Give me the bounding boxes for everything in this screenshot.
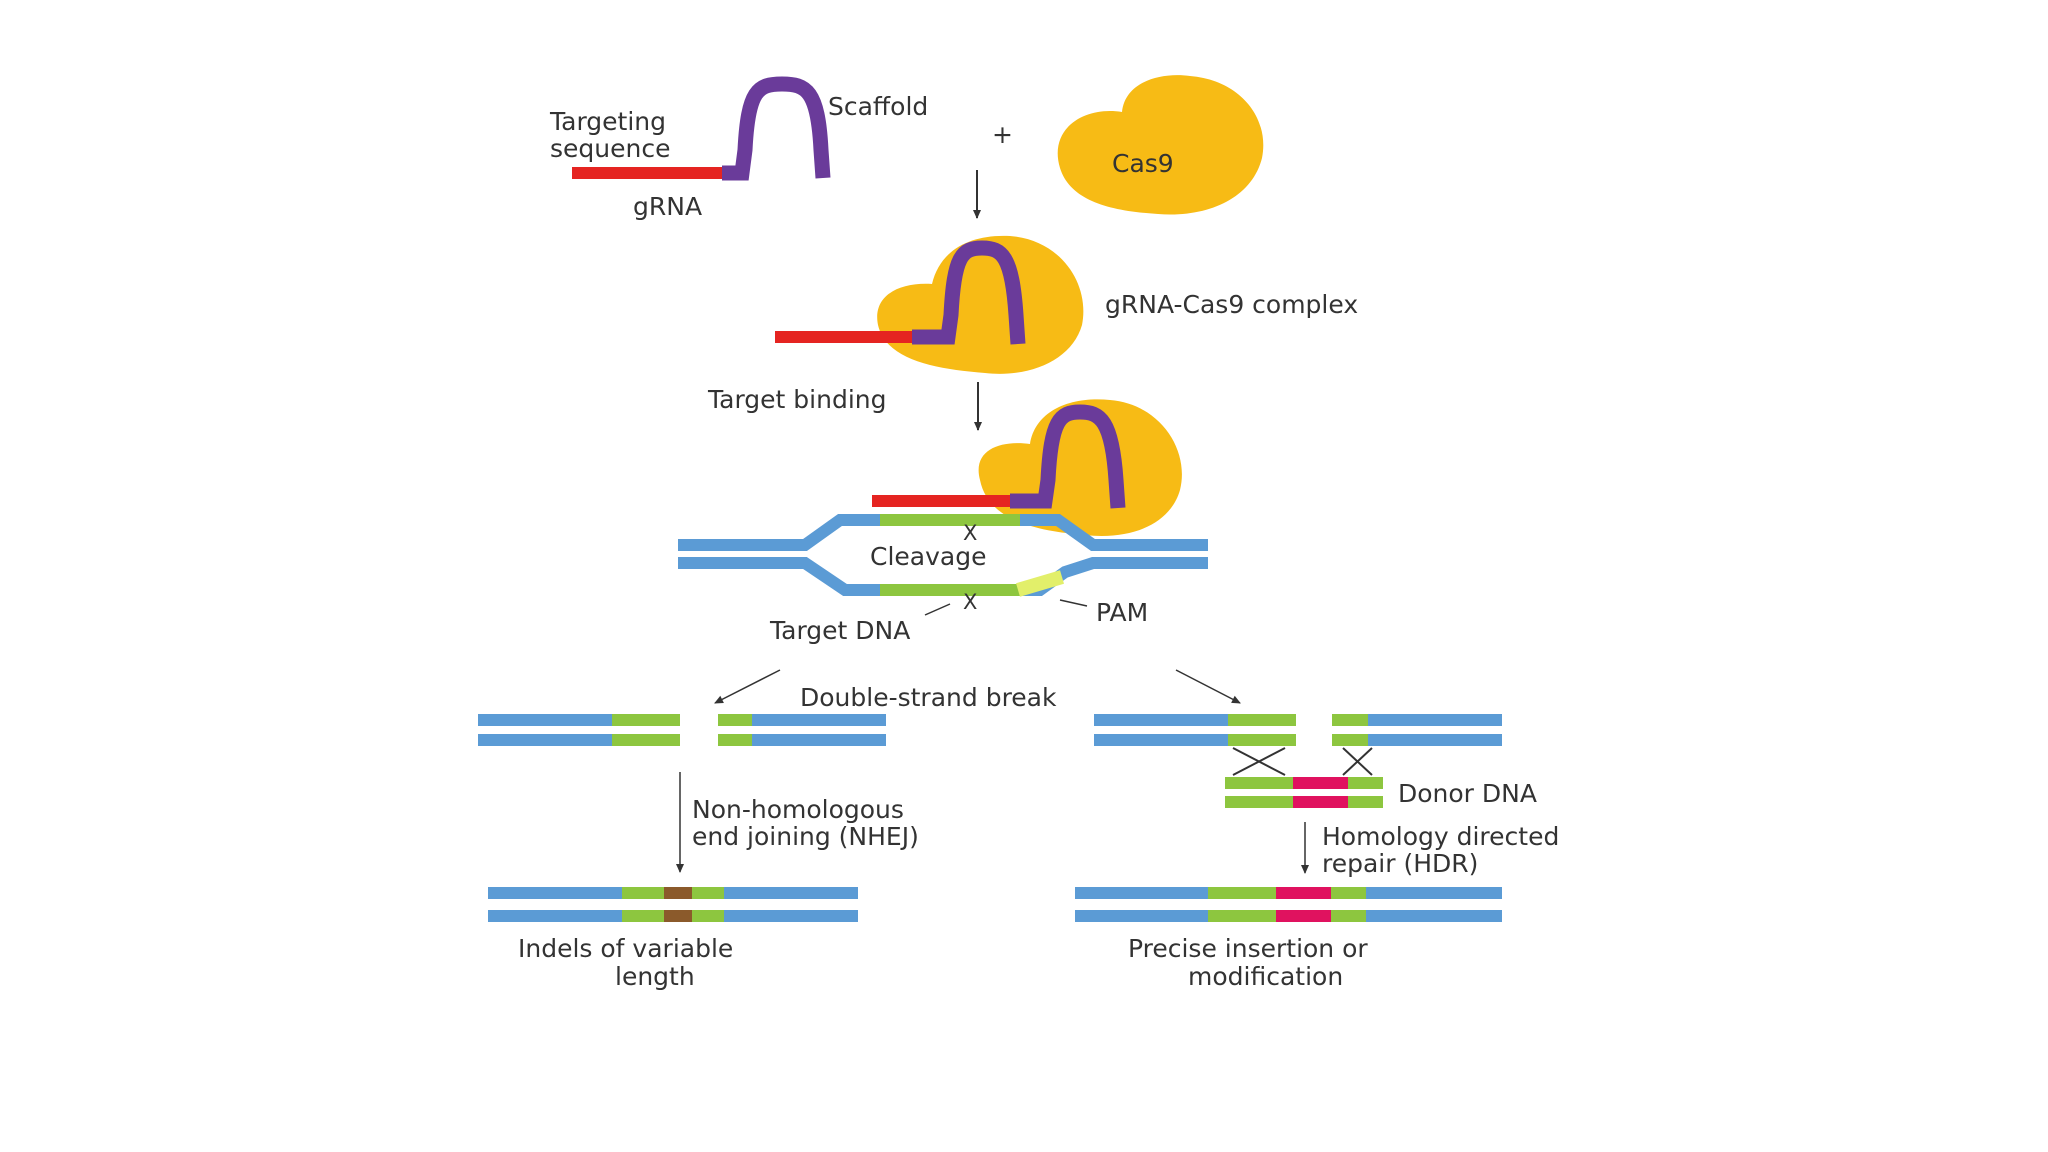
pam-label: PAM: [1096, 598, 1148, 627]
grna-label: gRNA: [633, 192, 702, 221]
homologous-crossover: [1232, 747, 1373, 776]
hdr-label-1: Homology directed: [1322, 822, 1559, 851]
arrow-to-nhej: [714, 669, 781, 704]
nhej-result-dna: [488, 887, 858, 922]
indels-label-2: length: [615, 962, 695, 991]
complex-label: gRNA-Cas9 complex: [1105, 290, 1358, 319]
precise-label-1: Precise insertion or: [1128, 934, 1368, 963]
cleavage-label: Cleavage: [870, 542, 986, 571]
arrow-to-hdr: [1175, 669, 1241, 704]
target-dna-pointer: [924, 603, 951, 616]
donor-dna-label: Donor DNA: [1398, 779, 1537, 808]
plus-sign: +: [992, 120, 1013, 149]
precise-label-2: modification: [1188, 962, 1343, 991]
hdr-broken-dna: [1094, 714, 1502, 746]
pam-pointer: [1059, 599, 1088, 607]
dna-top-strand-outer: [678, 514, 1208, 551]
double-strand-break-label: Double-strand break: [800, 683, 1057, 712]
nhej-label-2: end joining (NHEJ): [692, 822, 919, 851]
bound-scaffold-hairpin: [1010, 404, 1126, 509]
nhej-broken-dna: [478, 714, 886, 746]
grna-scaffold-hairpin: [722, 76, 831, 181]
cut-mark-bottom: X: [963, 590, 977, 614]
complex-scaffold-hairpin: [912, 240, 1026, 345]
cas9-label: Cas9: [1112, 149, 1174, 178]
complex-cas9-shape: [877, 235, 1084, 374]
hdr-label-2: repair (HDR): [1322, 849, 1478, 878]
grna-cas9-complex: [775, 235, 1084, 374]
hdr-result-dna: [1075, 887, 1502, 922]
target-dna: [678, 514, 1208, 597]
scaffold-label: Scaffold: [828, 92, 928, 121]
target-dna-label: Target DNA: [769, 616, 910, 645]
donor-dna: [1225, 777, 1383, 808]
pam-site: [1016, 570, 1064, 597]
cas9-protein: [1057, 75, 1264, 215]
target-binding-label: Target binding: [707, 385, 886, 414]
grna-molecule: [572, 76, 831, 181]
target-binding-complex: [872, 399, 1182, 536]
targeting-sequence-label-1: Targeting: [549, 107, 666, 136]
cut-mark-top: X: [963, 521, 977, 545]
targeting-sequence-label-2: sequence: [550, 134, 670, 163]
indels-label-1: Indels of variable: [518, 934, 733, 963]
nhej-label-1: Non-homologous: [692, 795, 904, 824]
